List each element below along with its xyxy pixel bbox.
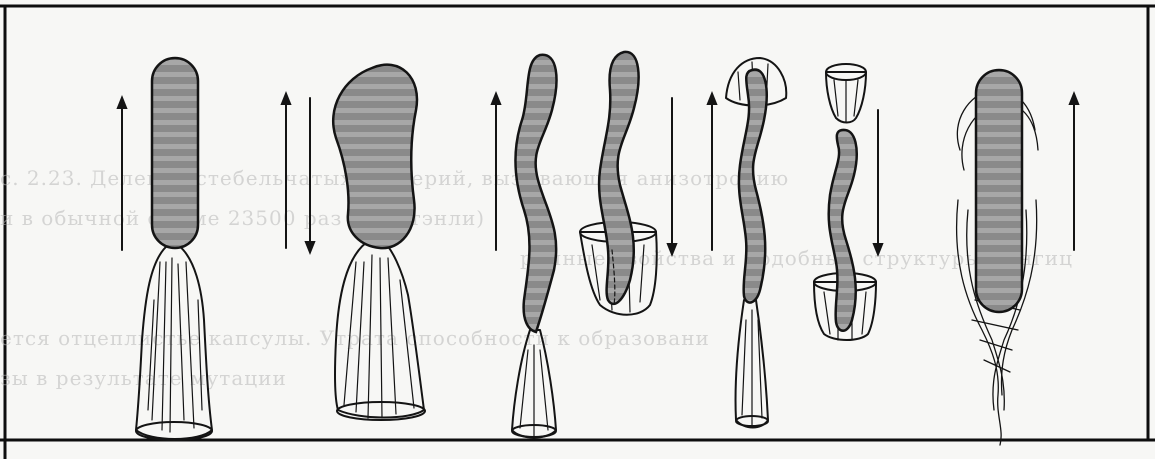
bacterium-cell bbox=[152, 58, 198, 248]
bacterium-cell bbox=[976, 70, 1022, 312]
ghost-line-5: зы в результате мутации bbox=[0, 366, 287, 390]
ghost-line-4: ется отцеплистье капсулы. Утрата способн… bbox=[0, 326, 710, 350]
